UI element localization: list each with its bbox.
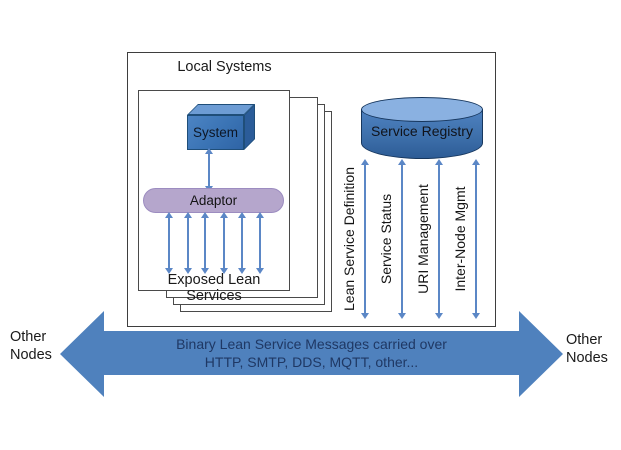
lean-service-bidirectional-arrow-icon bbox=[184, 212, 192, 274]
lean-service-bidirectional-arrow-icon bbox=[165, 212, 173, 274]
exposed-lean-services-label: Exposed Lean Services bbox=[167, 272, 261, 304]
other-nodes-left-line2: Nodes bbox=[10, 347, 52, 363]
other-nodes-right-line2: Nodes bbox=[566, 350, 608, 366]
other-nodes-left-line1: Other bbox=[10, 329, 47, 345]
channel-label: URI Management bbox=[415, 184, 431, 294]
cylinder-top-ellipse bbox=[361, 97, 483, 122]
bus-message-line2: HTTP, SMTP, DDS, MQTT, other... bbox=[204, 354, 419, 370]
channel-bidirectional-arrow-icon bbox=[472, 159, 480, 319]
other-nodes-right-label: Other Nodes bbox=[566, 331, 608, 367]
local-system-page: System Adaptor Exposed Lean Services bbox=[138, 90, 290, 304]
local-systems-title: Local Systems bbox=[177, 59, 272, 75]
adaptor-pill: Adaptor bbox=[143, 188, 284, 213]
channel-inter-node-mgmt: Inter-Node Mgmt bbox=[450, 159, 482, 319]
service-registry-cylinder: Service Registry bbox=[361, 97, 483, 159]
other-nodes-left-label: Other Nodes bbox=[10, 328, 52, 364]
channel-bidirectional-arrow-icon bbox=[435, 159, 443, 319]
lean-service-bidirectional-arrow-icon bbox=[201, 212, 209, 274]
channel-service-status: Service Status bbox=[376, 159, 408, 319]
channel-bidirectional-arrow-icon bbox=[398, 159, 406, 319]
bus-message-text: Binary Lean Service Messages carried ove… bbox=[110, 331, 513, 375]
other-nodes-right-line1: Other bbox=[566, 332, 603, 348]
system-adaptor-bidirectional-arrow-icon bbox=[205, 148, 213, 192]
lean-service-bidirectional-arrow-icon bbox=[256, 212, 264, 274]
channel-lean-service-definition: Lean Service Definition bbox=[339, 159, 371, 319]
service-registry-label: Service Registry bbox=[371, 123, 473, 139]
local-systems-box: Local Systems System Adaptor Exposed Lea… bbox=[127, 52, 496, 327]
channel-uri-management: URI Management bbox=[413, 159, 445, 319]
channel-label: Inter-Node Mgmt bbox=[452, 186, 468, 292]
bus-message-line1: Binary Lean Service Messages carried ove… bbox=[176, 336, 447, 352]
lean-service-bidirectional-arrow-icon bbox=[238, 212, 246, 274]
lean-service-bidirectional-arrow-icon bbox=[220, 212, 228, 274]
channel-bidirectional-arrow-icon bbox=[361, 159, 369, 319]
system-box: System bbox=[187, 115, 244, 150]
channel-label: Service Status bbox=[378, 193, 394, 285]
channel-label: Lean Service Definition bbox=[341, 167, 357, 311]
